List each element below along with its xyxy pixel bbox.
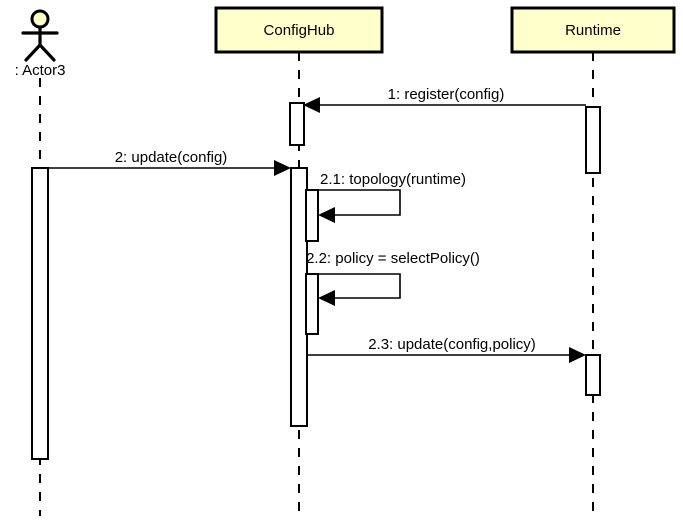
message-2-2-label: 2.2: policy = selectPolicy() bbox=[306, 250, 480, 267]
activation-confighub-nested-1 bbox=[305, 189, 319, 242]
message-1-arrowhead-icon bbox=[303, 97, 320, 113]
activation-confighub-main bbox=[290, 167, 308, 427]
activation-actor3 bbox=[31, 167, 49, 460]
message-2-arrowhead-icon bbox=[274, 160, 291, 176]
runtime-label: Runtime bbox=[565, 22, 621, 39]
message-1-register[interactable]: 1: register(config) bbox=[303, 86, 586, 113]
participant-box-runtime[interactable]: Runtime bbox=[510, 6, 676, 54]
message-2-2-select-policy[interactable]: 2.2: policy = selectPolicy() bbox=[306, 250, 480, 306]
actor-stick-figure-icon[interactable]: : Actor3 bbox=[15, 9, 66, 79]
message-2-1-label: 2.1: topology(runtime) bbox=[320, 171, 466, 188]
message-2-1-topology[interactable]: 2.1: topology(runtime) bbox=[307, 171, 466, 223]
message-2-update[interactable]: 2: update(config) bbox=[48, 149, 291, 176]
message-2-1-arrowhead-icon bbox=[318, 207, 335, 223]
activation-runtime-2 bbox=[585, 354, 601, 396]
actor3-label: : Actor3 bbox=[15, 62, 66, 79]
message-2-2-line bbox=[307, 273, 401, 299]
message-2-3-arrowhead-icon bbox=[569, 347, 586, 363]
activation-runtime-1 bbox=[585, 106, 601, 174]
actor-head-icon bbox=[30, 9, 50, 29]
activation-confighub-1 bbox=[289, 102, 305, 146]
runtime-box bbox=[510, 6, 676, 54]
message-2-label: 2: update(config) bbox=[115, 149, 228, 166]
message-2-1-line bbox=[307, 189, 401, 216]
confighub-box bbox=[214, 6, 384, 54]
participant-box-confighub[interactable]: ConfigHub bbox=[214, 6, 384, 54]
message-1-label: 1: register(config) bbox=[388, 86, 505, 103]
actor-leg-right-icon bbox=[38, 43, 56, 62]
confighub-label: ConfigHub bbox=[264, 22, 335, 39]
message-2-3-update[interactable]: 2.3: update(config,policy) bbox=[307, 336, 586, 363]
actor-leg-left-icon bbox=[24, 43, 42, 62]
message-2-3-label: 2.3: update(config,policy) bbox=[368, 336, 536, 353]
message-2-2-arrowhead-icon bbox=[318, 290, 335, 306]
activation-confighub-nested-2 bbox=[305, 273, 319, 335]
